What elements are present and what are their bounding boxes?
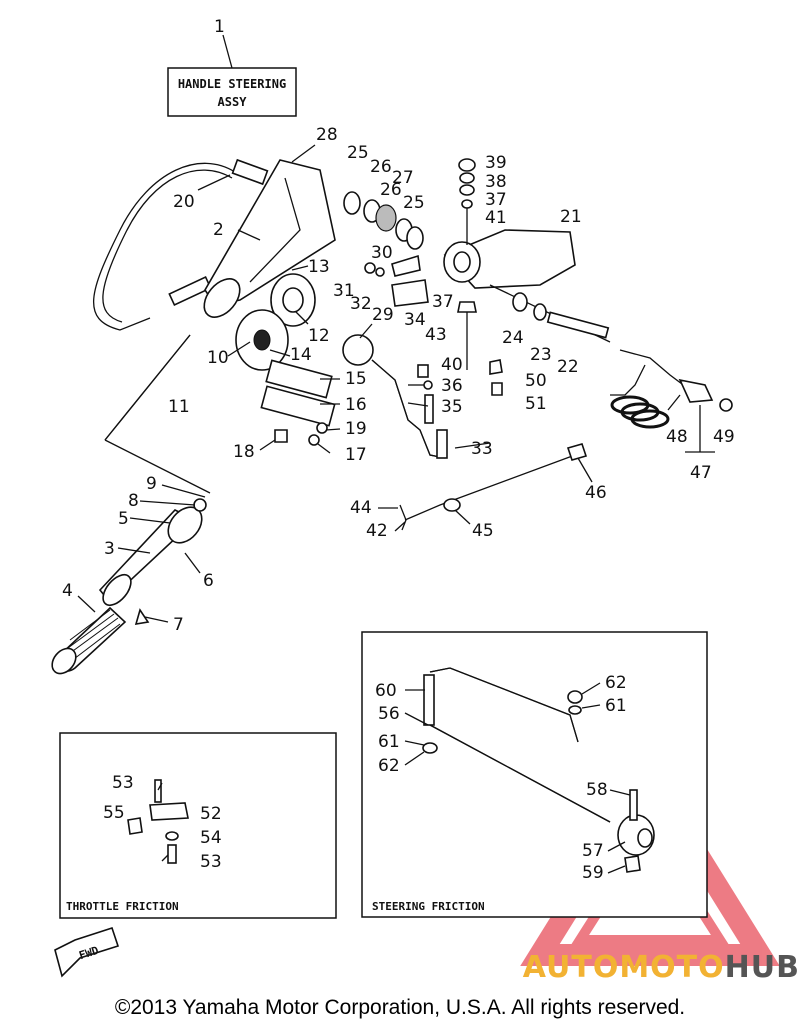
callout-33: 33: [471, 439, 493, 459]
callout-37b: 37: [432, 292, 454, 312]
callout-27: 27: [392, 168, 414, 188]
callout-23: 23: [530, 345, 552, 365]
throttle-grip: [51, 498, 207, 675]
callout-21: 21: [560, 207, 582, 227]
callout-17: 17: [345, 445, 367, 465]
friction-plate-cluster: [235, 273, 336, 446]
copyright-text: ©2013 Yamaha Motor Corporation, U.S.A. A…: [114, 996, 686, 1019]
callout-19: 19: [345, 419, 367, 439]
callout-13: 13: [308, 257, 330, 277]
callout-11: 11: [168, 397, 190, 417]
callout-35: 35: [441, 397, 463, 417]
callout-18: 18: [233, 442, 255, 462]
callout-62b: 62: [605, 673, 627, 693]
fwd-label: FWD: [77, 944, 100, 963]
washer-cluster: [343, 191, 429, 307]
callout-25a: 25: [347, 143, 369, 163]
callout-54: 54: [200, 828, 222, 848]
watermark-auto: AUTO: [522, 950, 620, 985]
callout-40: 40: [441, 355, 463, 375]
callout-36: 36: [441, 376, 463, 396]
callout-53a: 53: [112, 773, 134, 793]
bracket-21: [443, 229, 611, 343]
callout-48: 48: [666, 427, 688, 447]
callout-29: 29: [372, 305, 394, 325]
callouts: 1 2 3 4 5 6 7 8 9 10 11 12 13 14 15 16 1…: [62, 17, 735, 883]
callout-3: 3: [104, 539, 115, 559]
callout-14: 14: [290, 345, 312, 365]
watermark-text: AUTOMOTOHUB: [470, 950, 800, 985]
callout-56: 56: [378, 704, 400, 724]
callout-51: 51: [525, 394, 547, 414]
callout-32: 32: [350, 294, 372, 314]
callout-41: 41: [485, 208, 507, 228]
callout-20: 20: [173, 192, 195, 212]
callout-37a: 37: [485, 190, 507, 210]
title-box: HANDLE STEERING ASSY: [167, 34, 297, 117]
title-line1: HANDLE STEERING: [178, 77, 286, 91]
nut-stack: [457, 158, 477, 370]
callout-15: 15: [345, 369, 367, 389]
callout-6: 6: [203, 571, 214, 591]
callout-62a: 62: [378, 756, 400, 776]
callout-31: 31: [333, 281, 355, 301]
steering-friction-box: STEERING FRICTION: [361, 631, 708, 918]
callout-1: 1: [214, 17, 225, 37]
shift-lever: [342, 334, 448, 459]
callout-16: 16: [345, 395, 367, 415]
callout-26b: 26: [380, 180, 402, 200]
cable-20: [93, 158, 269, 331]
callout-24: 24: [502, 328, 524, 348]
callout-26a: 26: [370, 157, 392, 177]
callout-2: 2: [213, 220, 224, 240]
callout-10: 10: [207, 348, 229, 368]
lanyard: [489, 349, 733, 453]
callout-61b: 61: [605, 696, 627, 716]
callout-4: 4: [62, 581, 73, 601]
callout-52: 52: [200, 804, 222, 824]
callout-38: 38: [485, 172, 507, 192]
steering-friction-label: STEERING FRICTION: [372, 900, 485, 913]
callout-30: 30: [371, 243, 393, 263]
callout-47: 47: [690, 463, 712, 483]
callout-12: 12: [308, 326, 330, 346]
callout-45: 45: [472, 521, 494, 541]
callout-9: 9: [146, 474, 157, 494]
callout-44: 44: [350, 498, 372, 518]
callout-5: 5: [118, 509, 129, 529]
callout-50: 50: [525, 371, 547, 391]
callout-58: 58: [586, 780, 608, 800]
callout-49: 49: [713, 427, 735, 447]
callout-22: 22: [557, 357, 579, 377]
callout-57: 57: [582, 841, 604, 861]
callout-55: 55: [103, 803, 125, 823]
callout-46: 46: [585, 483, 607, 503]
callout-53b: 53: [200, 852, 222, 872]
leader-lines: [77, 144, 631, 874]
callout-34: 34: [404, 310, 426, 330]
throttle-friction-label: THROTTLE FRICTION: [66, 900, 179, 913]
title-line2: ASSY: [218, 95, 248, 109]
watermark-hub: HUB: [724, 950, 800, 985]
callout-28: 28: [316, 125, 338, 145]
fwd-arrow: FWD: [54, 926, 120, 978]
callout-42: 42: [366, 521, 388, 541]
callout-7: 7: [173, 615, 184, 635]
callout-59: 59: [582, 863, 604, 883]
throttle-friction-box: THROTTLE FRICTION: [59, 732, 337, 919]
rod-11: [104, 334, 211, 494]
watermark-moto: MOTO: [619, 950, 725, 985]
callout-8: 8: [128, 491, 139, 511]
callout-60: 60: [375, 681, 397, 701]
callout-61a: 61: [378, 732, 400, 752]
handle-body: [203, 159, 336, 318]
link-rod: [399, 443, 588, 531]
callout-25b: 25: [403, 193, 425, 213]
callout-39: 39: [485, 153, 507, 173]
callout-43: 43: [425, 325, 447, 345]
